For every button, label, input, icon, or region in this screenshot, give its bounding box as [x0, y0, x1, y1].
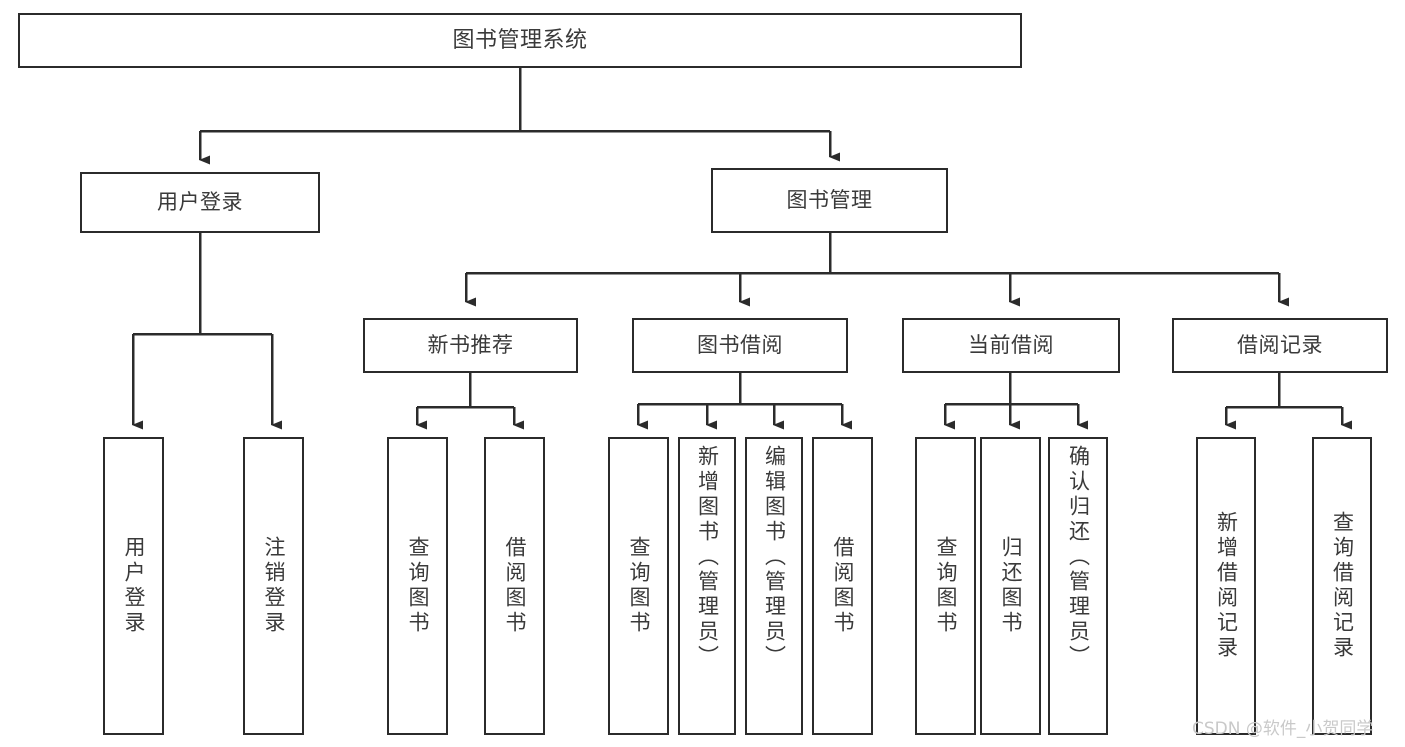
- node-borrowing-record[interactable]: 借阅记录: [1172, 318, 1388, 373]
- leaf-borrow-books-book-borrow[interactable]: 借阅图书: [812, 437, 873, 735]
- node-new-book-recommendation[interactable]: 新书推荐: [363, 318, 578, 373]
- leaf-return-books[interactable]: 归还图书: [980, 437, 1041, 735]
- leaf-user-logout-label: 注销登录: [262, 536, 286, 636]
- leaf-query-borrow-record-label: 查询借阅记录: [1330, 511, 1355, 661]
- leaf-borrow-books-new-book-rec[interactable]: 借阅图书: [484, 437, 545, 735]
- leaf-edit-book-admin[interactable]: 编辑图书（管理员）: [745, 437, 803, 735]
- leaf-add-borrow-record-label: 新增借阅记录: [1214, 511, 1239, 661]
- leaf-add-book-admin-label: 新增图书（管理员）: [695, 445, 720, 670]
- node-current-borrowing[interactable]: 当前借阅: [902, 318, 1120, 373]
- leaf-query-books-current-borrow[interactable]: 查询图书: [915, 437, 976, 735]
- leaf-add-book-admin[interactable]: 新增图书（管理员）: [678, 437, 736, 735]
- leaf-edit-book-admin-label: 编辑图书（管理员）: [762, 445, 787, 670]
- leaf-query-books-new-book-rec-label: 查询图书: [406, 536, 430, 636]
- node-book-management[interactable]: 图书管理: [711, 168, 948, 233]
- leaf-borrow-books-book-borrow-label: 借阅图书: [831, 536, 855, 636]
- leaf-query-borrow-record[interactable]: 查询借阅记录: [1312, 437, 1372, 735]
- leaf-add-borrow-record[interactable]: 新增借阅记录: [1196, 437, 1256, 735]
- leaf-query-books-book-borrow-label: 查询图书: [627, 536, 651, 636]
- node-user-login-label: 用户登录: [157, 190, 243, 215]
- leaf-user-login[interactable]: 用户登录: [103, 437, 164, 735]
- node-root-label: 图书管理系统: [452, 27, 588, 53]
- leaf-query-books-current-borrow-label: 查询图书: [934, 536, 958, 636]
- node-user-login[interactable]: 用户登录: [80, 172, 320, 233]
- node-root-book-management-system[interactable]: 图书管理系统: [18, 13, 1022, 68]
- leaf-user-logout[interactable]: 注销登录: [243, 437, 304, 735]
- node-book-management-label: 图书管理: [786, 188, 873, 213]
- csdn-watermark: CSDN @软件_小贺同学: [1192, 719, 1374, 739]
- leaf-confirm-return-admin[interactable]: 确认归还（管理员）: [1048, 437, 1108, 735]
- leaf-query-books-book-borrow[interactable]: 查询图书: [608, 437, 669, 735]
- leaf-query-books-new-book-rec[interactable]: 查询图书: [387, 437, 448, 735]
- leaf-return-books-label: 归还图书: [999, 536, 1023, 636]
- node-book-borrowing[interactable]: 图书借阅: [632, 318, 848, 373]
- node-borrowing-record-label: 借阅记录: [1237, 333, 1323, 358]
- node-current-borrowing-label: 当前借阅: [968, 333, 1054, 358]
- leaf-borrow-books-new-book-rec-label: 借阅图书: [503, 536, 527, 636]
- leaf-user-login-label: 用户登录: [122, 536, 146, 636]
- node-new-book-recommendation-label: 新书推荐: [427, 333, 514, 358]
- node-book-borrowing-label: 图书借阅: [697, 333, 783, 358]
- leaf-confirm-return-admin-label: 确认归还（管理员）: [1066, 445, 1091, 670]
